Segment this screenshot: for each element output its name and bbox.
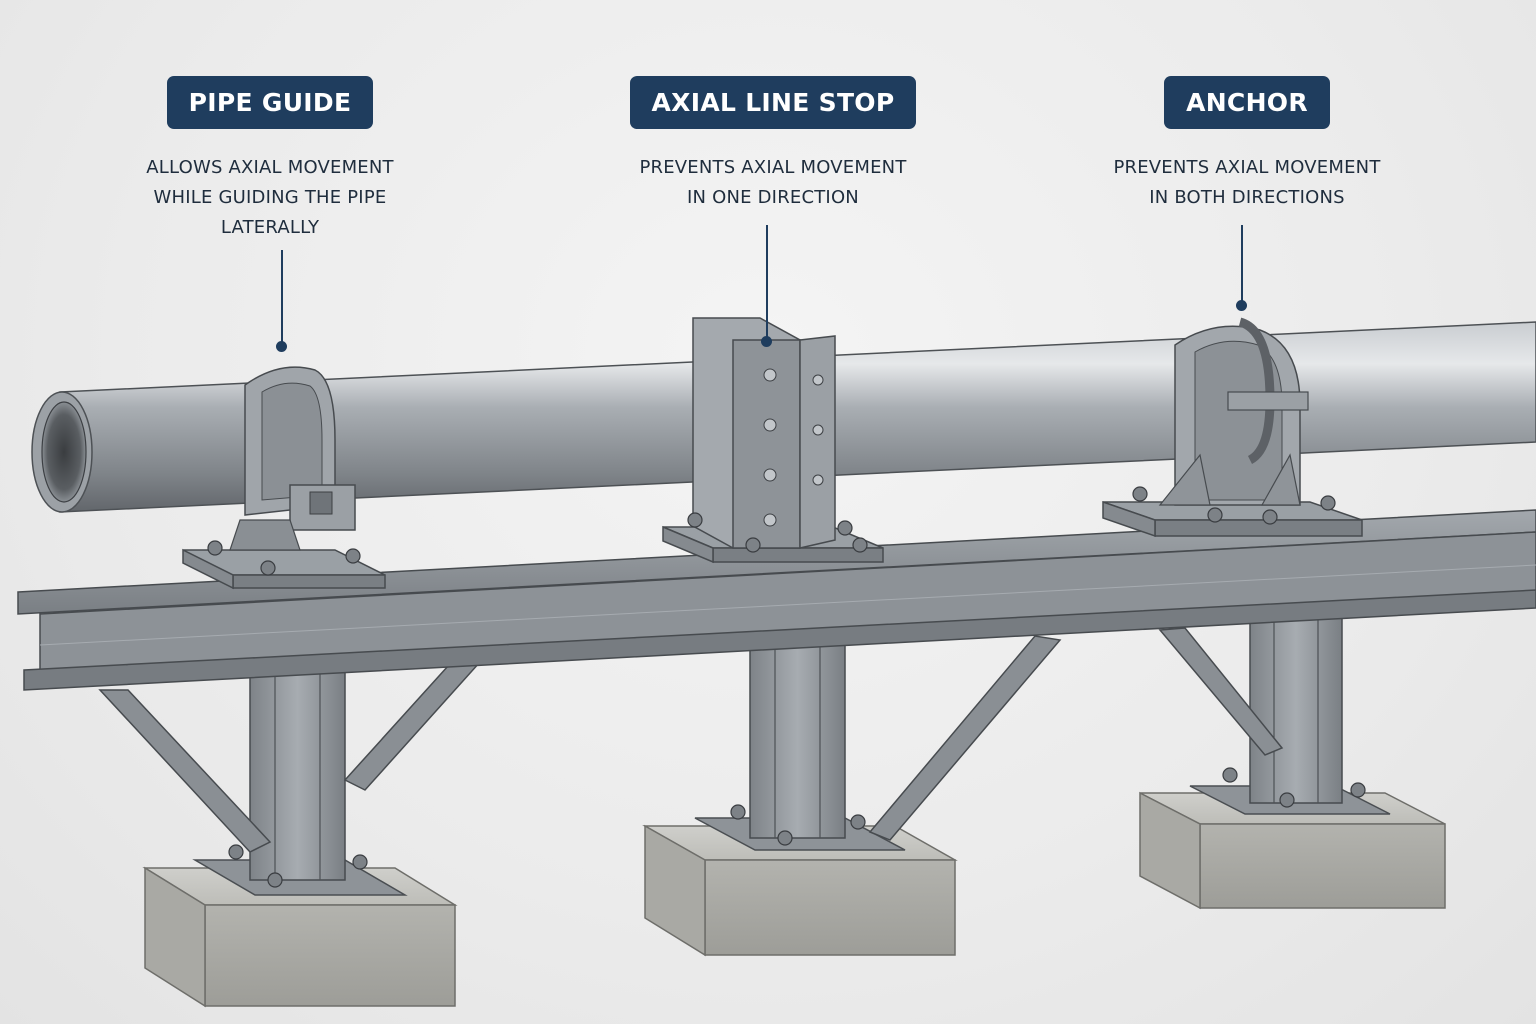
- leader-line-anchor: [1241, 225, 1243, 305]
- callout-axial-line-stop: AXIAL LINE STOP PREVENTS AXIAL MOVEMENT …: [603, 76, 943, 213]
- label-axial-line-stop: AXIAL LINE STOP: [629, 76, 917, 129]
- description-line: WHILE GUIDING THE PIPE: [153, 187, 387, 208]
- description-line: ALLOWS AXIAL MOVEMENT: [146, 157, 394, 178]
- leader-dot-axial-line-stop: [761, 336, 772, 347]
- pipe-guide-assembly: [182, 366, 386, 590]
- leader-line-axial-line-stop: [766, 225, 768, 337]
- leader-line-pipe-guide: [281, 250, 283, 342]
- description-line: IN BOTH DIRECTIONS: [1149, 187, 1345, 208]
- callout-anchor: ANCHOR PREVENTS AXIAL MOVEMENT IN BOTH D…: [1092, 76, 1402, 213]
- description-line: IN ONE DIRECTION: [687, 187, 859, 208]
- description-line: PREVENTS AXIAL MOVEMENT: [1113, 157, 1381, 178]
- description-line: LATERALLY: [220, 217, 320, 238]
- leader-dot-pipe-guide: [276, 341, 287, 352]
- description-axial-line-stop: PREVENTS AXIAL MOVEMENT IN ONE DIRECTION: [603, 153, 943, 213]
- knee-braces: [98, 627, 1284, 853]
- description-pipe-guide: ALLOWS AXIAL MOVEMENT WHILE GUIDING THE …: [120, 153, 420, 243]
- axial-line-stop-assembly: [662, 317, 884, 564]
- anchor-bolts: [207, 486, 1366, 888]
- description-line: PREVENTS AXIAL MOVEMENT: [639, 157, 907, 178]
- description-anchor: PREVENTS AXIAL MOVEMENT IN BOTH DIRECTIO…: [1092, 153, 1402, 213]
- label-anchor: ANCHOR: [1164, 76, 1330, 129]
- label-pipe-guide: PIPE GUIDE: [166, 76, 374, 129]
- leader-dot-anchor: [1236, 300, 1247, 311]
- callout-pipe-guide: PIPE GUIDE ALLOWS AXIAL MOVEMENT WHILE G…: [120, 76, 420, 243]
- concrete-footing-left: [142, 859, 458, 1008]
- anchor-assembly: [1102, 317, 1363, 538]
